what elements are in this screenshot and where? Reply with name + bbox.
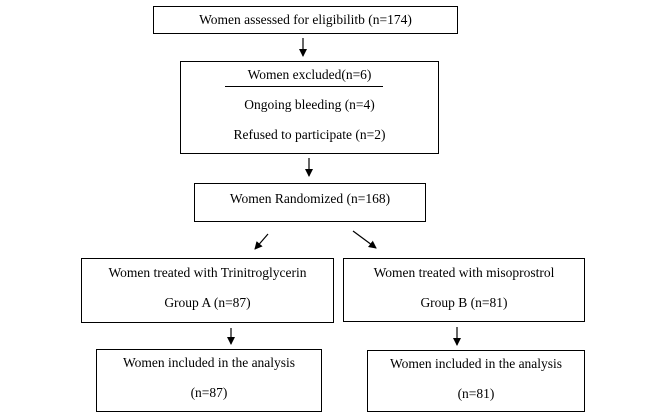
analysis-a-count: (n=87): [190, 385, 228, 400]
arrow-randomized-to-group-b: [352, 230, 377, 249]
excluded-reason-refused: Refused to participate (n=2): [233, 127, 386, 142]
group-a-treatment: Women treated with Trinitroglycerin: [108, 265, 307, 280]
group-b-box: Women treated with misoprostrol Group B …: [343, 258, 585, 322]
group-b-count: Group B (n=81): [420, 295, 508, 310]
randomized-box: Women Randomized (n=168): [194, 183, 426, 222]
group-b-treatment: Women treated with misoprostrol: [373, 265, 555, 280]
analysis-b-count: (n=81): [457, 386, 495, 401]
excluded-title: Women excluded(n=6): [247, 67, 372, 82]
analysis-b-label: Women included in the analysis: [389, 356, 563, 371]
analysis-a-label: Women included in the analysis: [122, 355, 296, 370]
assessed-label: Women assessed for eligibilitb (n=174): [199, 12, 412, 27]
randomized-label: Women Randomized (n=168): [229, 191, 391, 206]
arrow-randomized-to-group-a: [254, 233, 269, 250]
group-a-count: Group A (n=87): [164, 295, 251, 310]
excluded-box: Women excluded(n=6) Ongoing bleeding (n=…: [180, 61, 439, 154]
excluded-divider: [225, 86, 383, 87]
assessed-box: Women assessed for eligibilitb (n=174): [153, 6, 458, 34]
analysis-a-box: Women included in the analysis (n=87): [96, 349, 322, 412]
analysis-b-box: Women included in the analysis (n=81): [367, 350, 585, 412]
group-a-box: Women treated with Trinitroglycerin Grou…: [81, 258, 334, 323]
excluded-reason-bleeding: Ongoing bleeding (n=4): [244, 97, 375, 112]
